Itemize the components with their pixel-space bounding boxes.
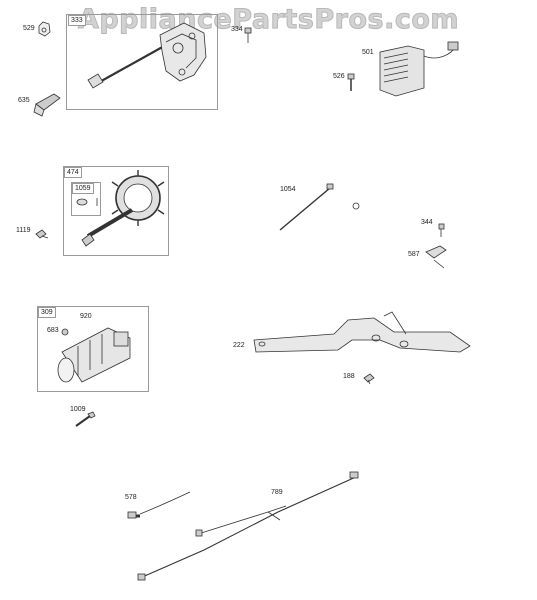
part-label-1009[interactable]: 1009 <box>70 406 86 413</box>
part-526-bolt[interactable] <box>347 73 355 91</box>
watermark: AppliancePartsPros.com <box>77 4 460 36</box>
part-789-harness[interactable] <box>137 471 359 581</box>
part-label-789[interactable]: 789 <box>271 489 283 496</box>
group-box-309 <box>37 306 149 392</box>
part-1054-cable-tie[interactable] <box>279 183 360 231</box>
part-635-boot[interactable] <box>33 93 61 117</box>
part-474-assembly[interactable] <box>81 170 165 247</box>
part-1119-bolt[interactable] <box>35 229 49 239</box>
group-box-1059 <box>71 182 101 216</box>
part-label-309[interactable]: 309 <box>38 307 56 318</box>
part-222-bracket[interactable] <box>253 311 471 353</box>
part-label-333[interactable]: 333 <box>68 15 86 26</box>
part-1009-bolt[interactable] <box>75 411 96 427</box>
part-333-armature[interactable] <box>87 22 207 89</box>
part-label-501[interactable]: 501 <box>362 49 374 56</box>
part-188-bolt[interactable] <box>363 373 375 385</box>
group-box-474 <box>63 166 169 256</box>
part-label-578[interactable]: 578 <box>125 494 137 501</box>
part-label-344[interactable]: 344 <box>421 219 433 226</box>
part-label-529[interactable]: 529 <box>23 25 35 32</box>
part-683-nut[interactable] <box>61 328 69 336</box>
part-label-1059[interactable]: 1059 <box>72 183 94 194</box>
part-label-920[interactable]: 920 <box>80 313 92 320</box>
part-1059-washer[interactable] <box>76 198 98 206</box>
part-label-683[interactable]: 683 <box>47 327 59 334</box>
part-label-334[interactable]: 334 <box>231 26 243 33</box>
part-label-526[interactable]: 526 <box>333 73 345 80</box>
part-344-screw[interactable] <box>438 223 445 237</box>
part-578-lead[interactable] <box>127 491 191 519</box>
part-label-188[interactable]: 188 <box>343 373 355 380</box>
part-587-clip[interactable] <box>425 245 447 269</box>
part-label-222[interactable]: 222 <box>233 342 245 349</box>
part-920-starter[interactable] <box>57 327 131 383</box>
part-label-587[interactable]: 587 <box>408 251 420 258</box>
group-box-333 <box>66 14 218 110</box>
part-label-1119[interactable]: 1119 <box>16 227 31 234</box>
part-label-1054[interactable]: 1054 <box>280 186 296 193</box>
part-label-474[interactable]: 474 <box>64 167 82 178</box>
part-334-screw[interactable] <box>244 27 252 43</box>
part-label-635[interactable]: 635 <box>18 97 30 104</box>
part-529-clip[interactable] <box>38 21 51 37</box>
part-501-regulator[interactable] <box>379 41 459 97</box>
